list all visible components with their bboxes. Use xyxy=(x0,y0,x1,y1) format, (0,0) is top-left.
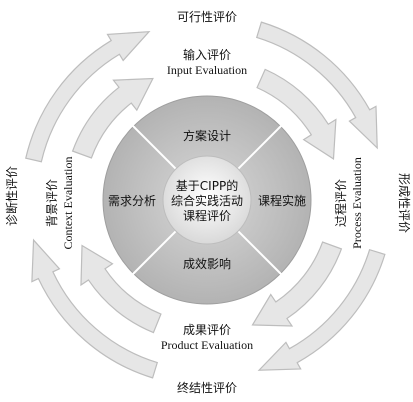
outer-arrow-2 xyxy=(255,21,378,150)
outer-ring xyxy=(25,21,386,379)
outer-label-left: 诊断性评价 xyxy=(4,166,19,226)
product-label-en: Product Evaluation xyxy=(161,338,253,352)
inner-label-left: 需求分析 xyxy=(108,194,156,208)
center-line-1: 基于CIPP的 xyxy=(176,178,238,193)
product-label-cn: 成果评价 xyxy=(183,323,231,337)
center-circle xyxy=(162,155,252,245)
process-label-cn: 过程评价 xyxy=(333,179,348,227)
context-label-en: Context Evaluation xyxy=(61,157,75,250)
center-line-2: 综合实践活动 xyxy=(171,193,243,208)
inner-label-top: 方案设计 xyxy=(183,128,231,143)
outer-arrow-4 xyxy=(31,238,159,379)
inner-label-right: 课程实施 xyxy=(258,193,306,208)
outer-arrow-3 xyxy=(257,248,386,371)
outer-arrow-1 xyxy=(25,31,151,163)
outer-label-bottom: 终结性评价 xyxy=(177,380,237,395)
input-label-en: Input Evaluation xyxy=(167,63,247,77)
middle-ring xyxy=(71,68,343,334)
middle-arrow-4 xyxy=(80,244,162,334)
input-label-cn: 输入评价 xyxy=(183,47,231,62)
context-label-cn: 背景评价 xyxy=(45,179,59,227)
process-label-en: Process Evaluation xyxy=(350,157,364,249)
middle-arrow-2 xyxy=(256,68,337,160)
center-line-3: 课程评价 xyxy=(183,208,231,223)
outer-label-top: 可行性评价 xyxy=(177,10,237,24)
middle-arrow-3 xyxy=(251,241,343,327)
middle-arrow-1 xyxy=(71,77,154,159)
outer-label-right: 形成性评价 xyxy=(397,173,411,233)
inner-label-bottom: 成效影响 xyxy=(183,256,231,271)
